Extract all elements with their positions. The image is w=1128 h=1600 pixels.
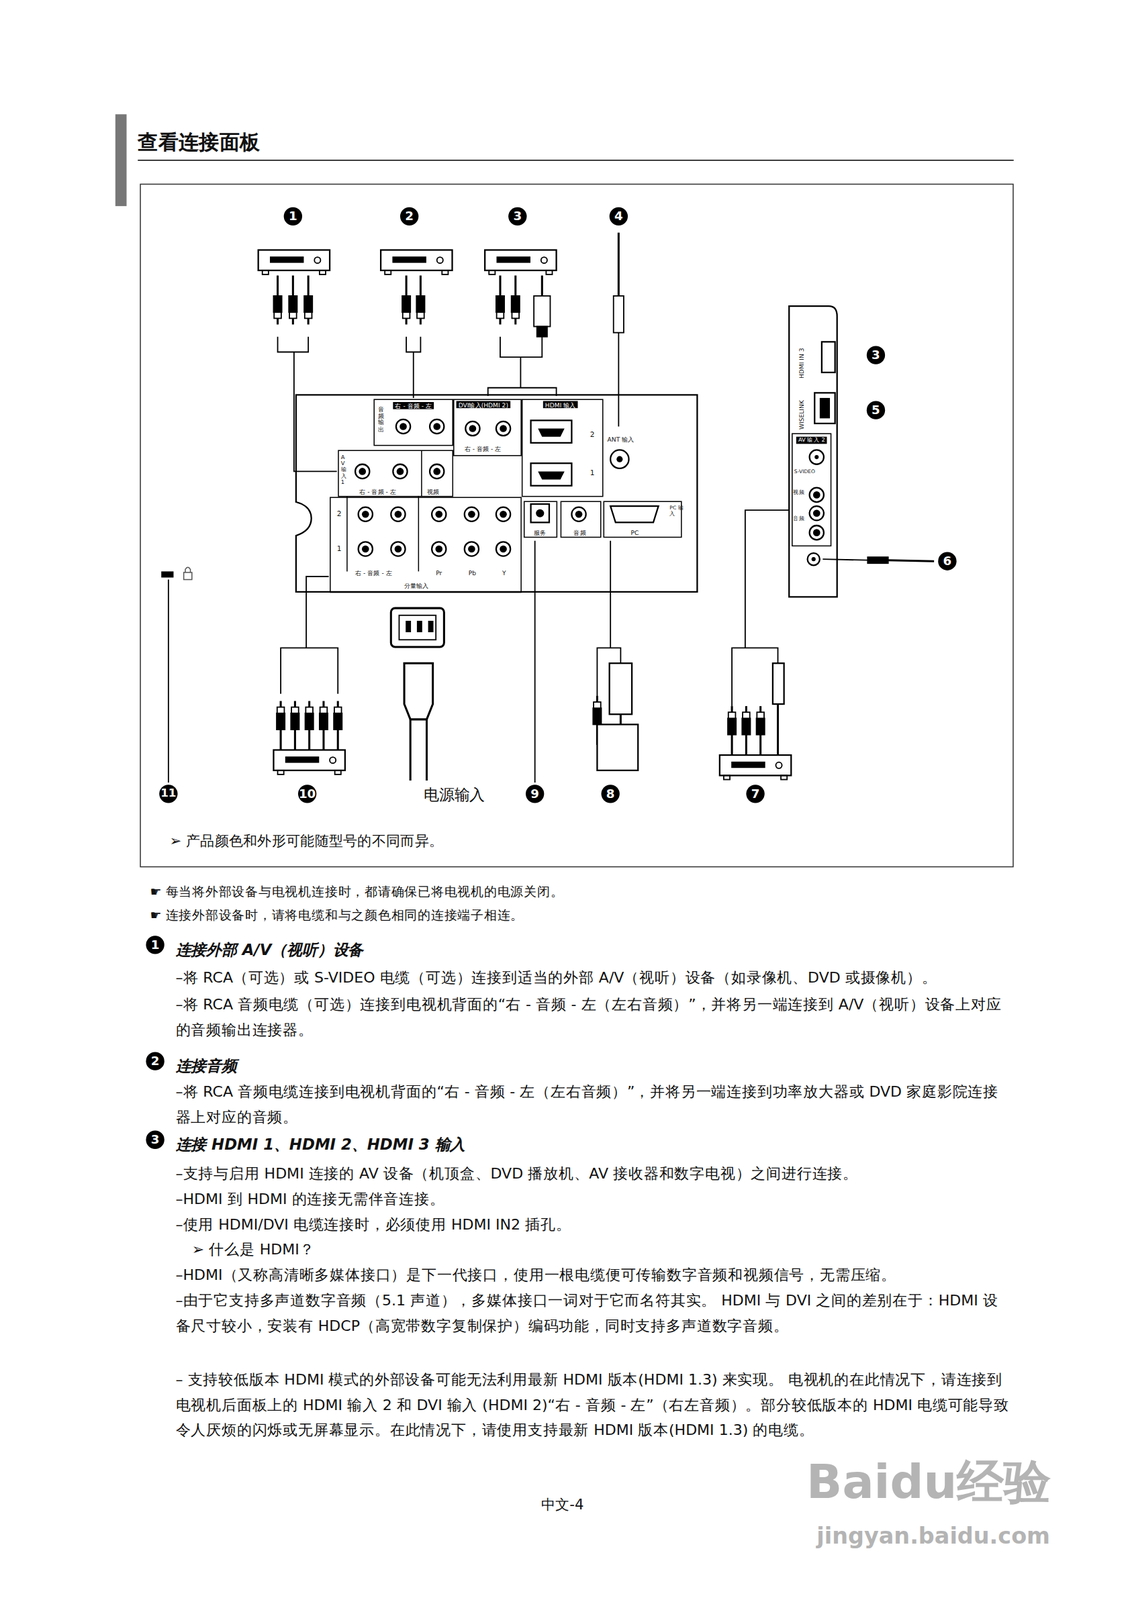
panel-label: ➢ 产品颜色和外形可能随型号的不同而异。	[169, 833, 444, 851]
callout-number: 3	[866, 345, 885, 364]
callout-number: 10	[298, 784, 317, 804]
panel-label: DVI输入(HDMI 2)	[456, 401, 511, 409]
callout-number: 1	[284, 207, 303, 226]
panel-label: WISELINK	[796, 400, 805, 430]
label-text: 中文-4	[541, 1496, 585, 1515]
body-text: –HDMI（又称高清晰多媒体接口）是下一代接口，使用一根电缆便可传输数字音频和视…	[175, 1262, 1014, 1288]
callout-number: 9	[525, 784, 544, 804]
pc-input-group: PC PC 输入	[603, 500, 683, 538]
watermark: jingyan.baidu.com	[816, 1524, 1051, 1551]
panel-label: 2	[337, 510, 342, 520]
audio-out-group: 右 - 音频 - 左音频输出	[373, 398, 454, 446]
callout-number: 2	[145, 1052, 164, 1071]
panel-label: HDMI IN 3	[796, 347, 805, 379]
section-heading: 连接 HDMI 1、HDMI 2、HDMI 3 输入	[175, 1136, 789, 1155]
body-text: –HDMI 到 HDMI 的连接无需伴音连接。	[175, 1187, 1014, 1212]
callout-number: 3	[508, 207, 527, 226]
body-text: –将 RCA（可选）或 S-VIDEO 电缆（可选）连接到适当的外部 A/V（视…	[175, 965, 1014, 991]
panel-label: 右 - 音频 - 左	[464, 445, 502, 453]
pc-audio-input: 音频	[560, 500, 602, 538]
body-text: –由于它支持多声道数字音频（5.1 声道），多媒体接口一词对于它而名符其实。 H…	[175, 1288, 1014, 1339]
hdmi-input-group: HDMI 输入 2 1	[521, 398, 604, 497]
panel-label: 分量输入	[404, 582, 429, 590]
panel-label: 右 - 音频 - 左	[392, 402, 434, 410]
panel-label: 音频输出	[378, 406, 385, 434]
panel-label: ANT 输入	[607, 435, 635, 444]
panel-label: 音频	[792, 515, 806, 523]
diagram-frame: ➢ 产品颜色和外形可能随型号的不同而异。右 - 音频 - 左音频输出DVI输入(…	[139, 183, 1014, 869]
body-text: –将 RCA 音频电缆（可选）连接到电视机背面的“右 - 音频 - 左（左右音频…	[175, 992, 1014, 1043]
panel-label: 视频	[427, 488, 440, 496]
body-text: ➢ 什么是 HDMI？	[192, 1237, 805, 1263]
panel-label: Y	[502, 569, 507, 577]
dvi-input-group: DVI输入(HDMI 2) 右 - 音频 - 左	[453, 398, 522, 456]
watermark: Baidu经验	[806, 1454, 1051, 1512]
callout-number: 5	[866, 401, 885, 420]
panel-label: AV 输入 2	[796, 437, 828, 444]
callout-number: 1	[145, 935, 164, 955]
callout-number: 7	[745, 784, 765, 804]
service-port: 服务	[523, 500, 558, 538]
panel-label: 服务	[533, 529, 546, 537]
panel-label: Pb	[468, 569, 477, 577]
callout-number: 2	[400, 207, 419, 226]
component-input-group: 2 1 右 - 音频 - 左 Pr Pb Y 分量输入	[329, 496, 522, 593]
panel-label: 2	[590, 431, 595, 440]
panel-label: 1	[337, 545, 342, 554]
section-heading: 连接外部 A/V（视听）设备	[175, 941, 789, 960]
av-input-1-group: AV 输入 1 右 - 音频 - 左 视频	[337, 449, 454, 497]
body-text: ☛ 每当将外部设备与电视机连接时，都请确保已将电视机的电源关闭。	[149, 880, 1008, 906]
antenna-input: ANT 输入	[603, 427, 650, 474]
callout-number: 3	[145, 1131, 164, 1150]
panel-label: PC 输入	[669, 505, 683, 518]
callout-number: 4	[609, 207, 628, 226]
panel-label: 右 - 音频 - 左	[355, 569, 393, 577]
label-text: 电源输入	[423, 786, 485, 805]
panel-label: AV 输入 1	[341, 454, 347, 486]
panel-label: 1	[590, 469, 595, 479]
section-heading: 连接音频	[175, 1057, 789, 1076]
side-panel: HDMI IN 3 WISELINK AV 输入 2 S-VIDEO 视频音频	[790, 307, 838, 599]
callout-number: 8	[600, 784, 620, 804]
body-text: –支持与启用 HDMI 连接的 AV 设备（机顶盒、DVD 播放机、AV 接收器…	[175, 1161, 1014, 1187]
panel-label: 视频	[792, 488, 806, 496]
panel-label: PC	[631, 529, 640, 537]
panel-label: 右 - 音频 - 左	[359, 488, 397, 496]
callout-number: 11	[159, 784, 178, 804]
body-text: –将 RCA 音频电缆连接到电视机背面的“右 - 音频 - 左（左右音频）”，并…	[175, 1080, 1014, 1131]
body-text: – 支持较低版本 HDMI 模式的外部设备可能无法利用最新 HDMI 版本(HD…	[175, 1367, 1014, 1443]
panel-label: S-VIDEO	[794, 468, 816, 475]
callout-number: 6	[937, 552, 957, 571]
page-title: 查看连接面板	[137, 129, 260, 154]
body-text: ☛ 连接外部设备时，请将电缆和与之颜色相同的连接端子相连。	[149, 903, 1008, 929]
panel-label: 音频	[573, 529, 586, 537]
body-text: –使用 HDMI/DVI 电缆连接时，必须使用 HDMI IN2 插孔。	[175, 1212, 1014, 1238]
panel-label: Pr	[435, 569, 442, 577]
panel-label: HDMI 输入	[543, 401, 579, 409]
